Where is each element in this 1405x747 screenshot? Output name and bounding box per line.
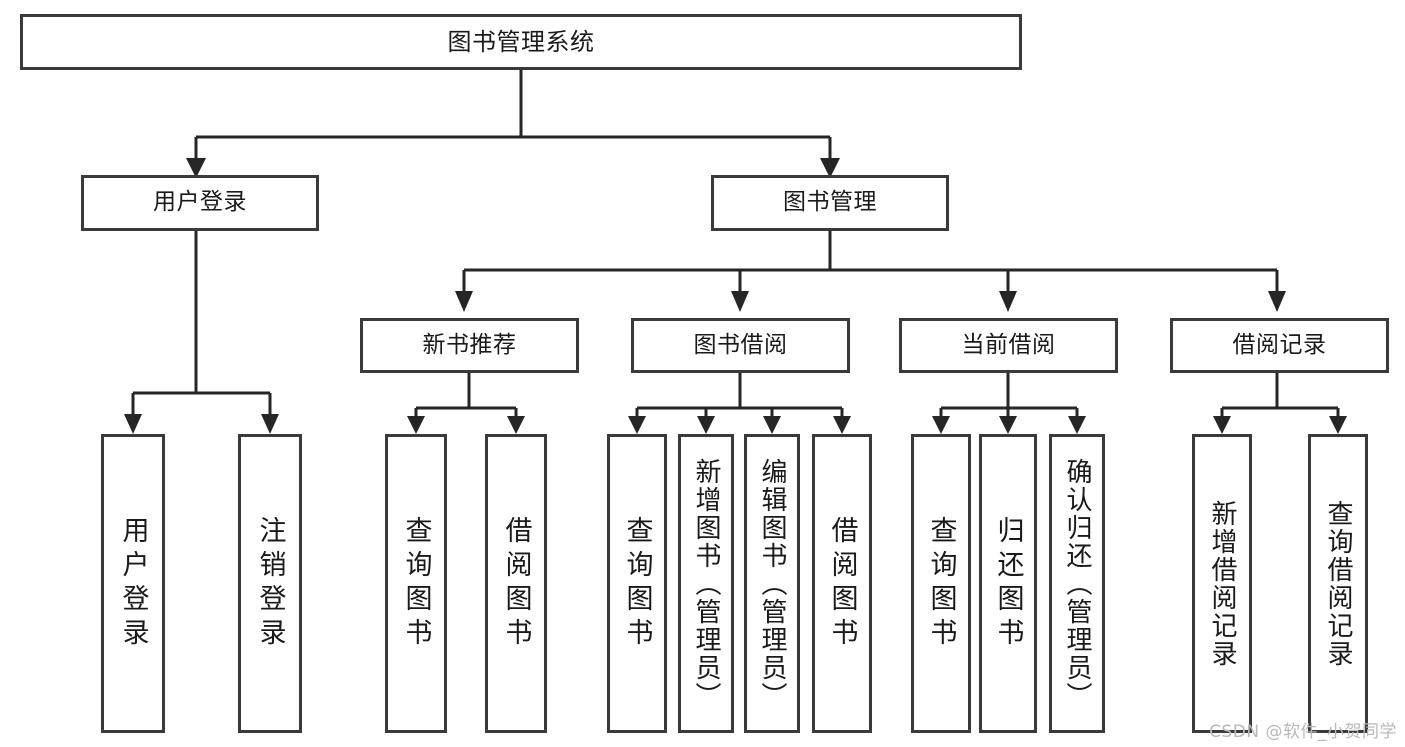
node-label: 用户登录 <box>153 189 247 216</box>
node-book-management[interactable]: 图书管理 <box>711 175 949 231</box>
arrowhead-leaf-add-book <box>697 416 715 434</box>
node-user-login[interactable]: 用户登录 <box>81 175 319 231</box>
arrowhead-leaf-user-login <box>124 414 142 434</box>
arrowhead-leaf-return-book <box>999 416 1017 434</box>
node-leaf-borrow-book-recommend[interactable]: 借阅图书 <box>485 434 547 733</box>
arrowhead-leaf-confirm-return <box>1068 416 1086 434</box>
node-label: 借阅图书 <box>826 515 858 652</box>
node-label: 确认归还（管理员） <box>1062 457 1092 710</box>
arrowhead-leaf-logout-login <box>261 414 279 434</box>
arrowhead-leaf-borrow-book-2 <box>833 416 851 434</box>
node-leaf-add-borrow-record[interactable]: 新增借阅记录 <box>1192 434 1252 733</box>
node-leaf-confirm-return-admin[interactable]: 确认归还（管理员） <box>1049 434 1105 733</box>
watermark-text: CSDN @软件_小贺同学 <box>1209 722 1397 742</box>
arrowhead-current-borrow <box>999 291 1017 312</box>
arrowhead-leaf-query-record <box>1329 416 1347 434</box>
arrowhead-borrow-record <box>1268 291 1286 312</box>
node-leaf-query-book-borrow[interactable]: 查询图书 <box>607 434 667 733</box>
node-label: 新书推荐 <box>422 331 517 358</box>
node-label: 归还图书 <box>992 515 1024 652</box>
node-book-borrow[interactable]: 图书借阅 <box>631 318 850 373</box>
node-label: 查询图书 <box>621 515 653 652</box>
node-leaf-query-borrow-record[interactable]: 查询借阅记录 <box>1308 434 1368 733</box>
arrowhead-leaf-query-book-2 <box>628 416 646 434</box>
node-leaf-edit-book-admin[interactable]: 编辑图书（管理员） <box>744 434 800 733</box>
node-leaf-query-book-recommend[interactable]: 查询图书 <box>385 434 447 733</box>
node-label: 查询图书 <box>925 515 957 652</box>
node-label: 查询借阅记录 <box>1323 499 1353 668</box>
arrowhead-leaf-query-book-1 <box>407 416 425 434</box>
node-label: 借阅图书 <box>500 515 532 652</box>
node-label: 注销登录 <box>254 515 286 652</box>
arrowhead-leaf-edit-book <box>763 416 781 434</box>
node-label: 当前借阅 <box>961 331 1056 358</box>
arrowhead-leaf-add-record <box>1213 416 1231 434</box>
node-label: 新增借阅记录 <box>1207 499 1237 668</box>
node-label: 图书管理 <box>783 189 877 216</box>
node-leaf-borrow-book-borrow[interactable]: 借阅图书 <box>812 434 872 733</box>
node-leaf-logout-login[interactable]: 注销登录 <box>238 434 302 733</box>
arrowhead-new-book-recommend <box>455 291 473 312</box>
node-label: 图书借阅 <box>693 331 788 358</box>
node-current-borrow[interactable]: 当前借阅 <box>899 318 1118 373</box>
arrowhead-leaf-borrow-book-1 <box>507 416 525 434</box>
node-leaf-return-book[interactable]: 归还图书 <box>979 434 1037 733</box>
arrowhead-book-borrow <box>731 291 749 312</box>
node-label: 新增图书（管理员） <box>691 457 721 710</box>
node-new-book-recommend[interactable]: 新书推荐 <box>360 318 579 373</box>
node-leaf-user-login[interactable]: 用户登录 <box>101 434 165 733</box>
node-label: 借阅记录 <box>1232 331 1327 358</box>
node-root-book-management-system[interactable]: 图书管理系统 <box>20 14 1022 70</box>
node-borrow-record[interactable]: 借阅记录 <box>1170 318 1389 373</box>
node-label: 用户登录 <box>117 515 149 652</box>
node-label: 编辑图书（管理员） <box>757 457 787 710</box>
node-leaf-add-book-admin[interactable]: 新增图书（管理员） <box>678 434 734 733</box>
node-leaf-query-book-current[interactable]: 查询图书 <box>911 434 971 733</box>
arrowhead-leaf-query-book-3 <box>932 416 950 434</box>
node-label: 图书管理系统 <box>447 27 595 56</box>
node-label: 查询图书 <box>400 515 432 652</box>
